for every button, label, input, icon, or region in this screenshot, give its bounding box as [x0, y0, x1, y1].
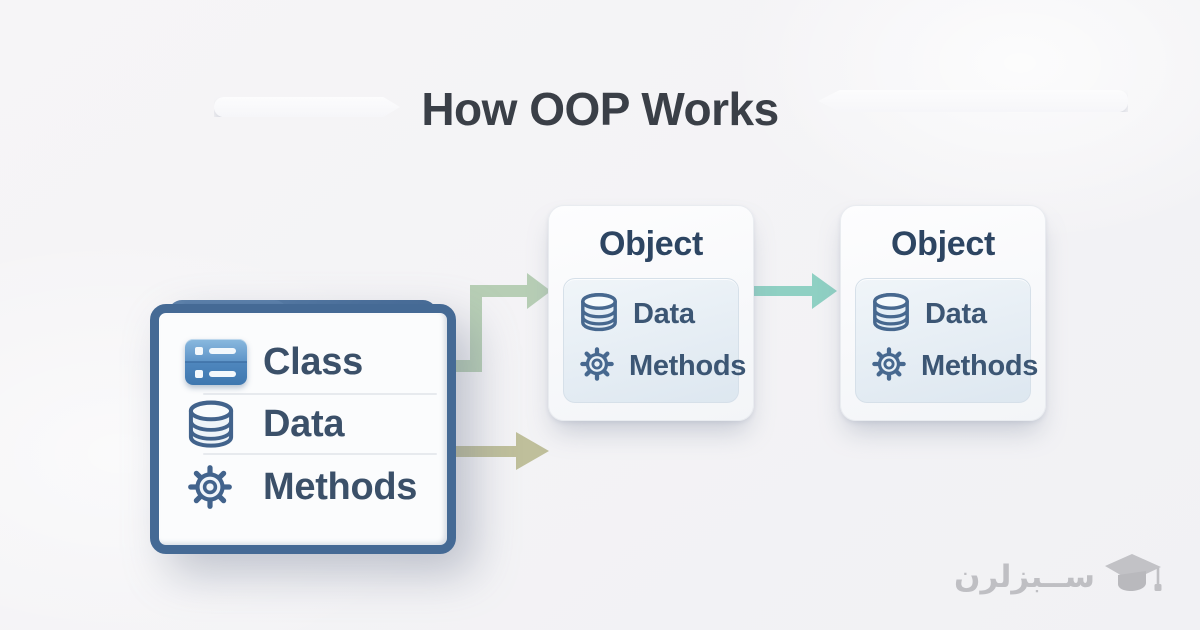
- title-ribbon-right: [818, 90, 1128, 112]
- gear-icon: [185, 462, 263, 512]
- folder-row-label: Class: [263, 340, 363, 383]
- database-icon: [870, 292, 912, 337]
- object-row-label: Methods: [921, 350, 1039, 382]
- sabzlearn-wordmark: ســبزلرن: [954, 559, 1095, 594]
- object-row-label: Data: [633, 298, 695, 330]
- class-to-object-1-elbow-arrow: [440, 273, 551, 372]
- object-members-panel: Data: [855, 278, 1038, 403]
- title-ribbon-left: [214, 97, 400, 117]
- folder-row-class: Class: [185, 331, 447, 393]
- divider: [203, 453, 437, 455]
- object-title: Object: [890, 225, 995, 263]
- folder-page: Class Data: [150, 304, 456, 554]
- class-folder: Class Data: [148, 281, 456, 554]
- class-icon: [185, 339, 263, 385]
- database-icon: [578, 292, 620, 337]
- folder-row-label: Data: [263, 402, 345, 445]
- object-1-to-object-2-arrow: [750, 273, 837, 309]
- object-row-methods: Methods: [578, 345, 746, 388]
- object-title: Object: [598, 225, 703, 263]
- sabzlearn-watermark: ســبزلرن: [954, 550, 1165, 603]
- folder-row-methods: Methods: [185, 455, 447, 519]
- gear-icon: [578, 345, 616, 388]
- object-row-data: Data: [870, 292, 1030, 337]
- page-title: How OOP Works: [421, 83, 779, 135]
- object-row-label: Data: [925, 298, 987, 330]
- folder-row-data: Data: [185, 395, 447, 453]
- class-instantiation-arrow: [440, 432, 549, 470]
- object-row-data: Data: [578, 292, 738, 337]
- gear-icon: [870, 345, 908, 388]
- object-members-panel: Data: [563, 278, 746, 403]
- database-icon: [185, 399, 263, 449]
- folder-row-label: Methods: [263, 465, 418, 508]
- object-card-1: Object Data: [548, 205, 754, 421]
- object-row-methods: Methods: [870, 345, 1038, 388]
- object-card-2: Object Data: [840, 205, 1046, 421]
- graduation-cap-icon: [1101, 550, 1165, 603]
- divider: [203, 393, 437, 395]
- object-row-label: Methods: [629, 350, 747, 382]
